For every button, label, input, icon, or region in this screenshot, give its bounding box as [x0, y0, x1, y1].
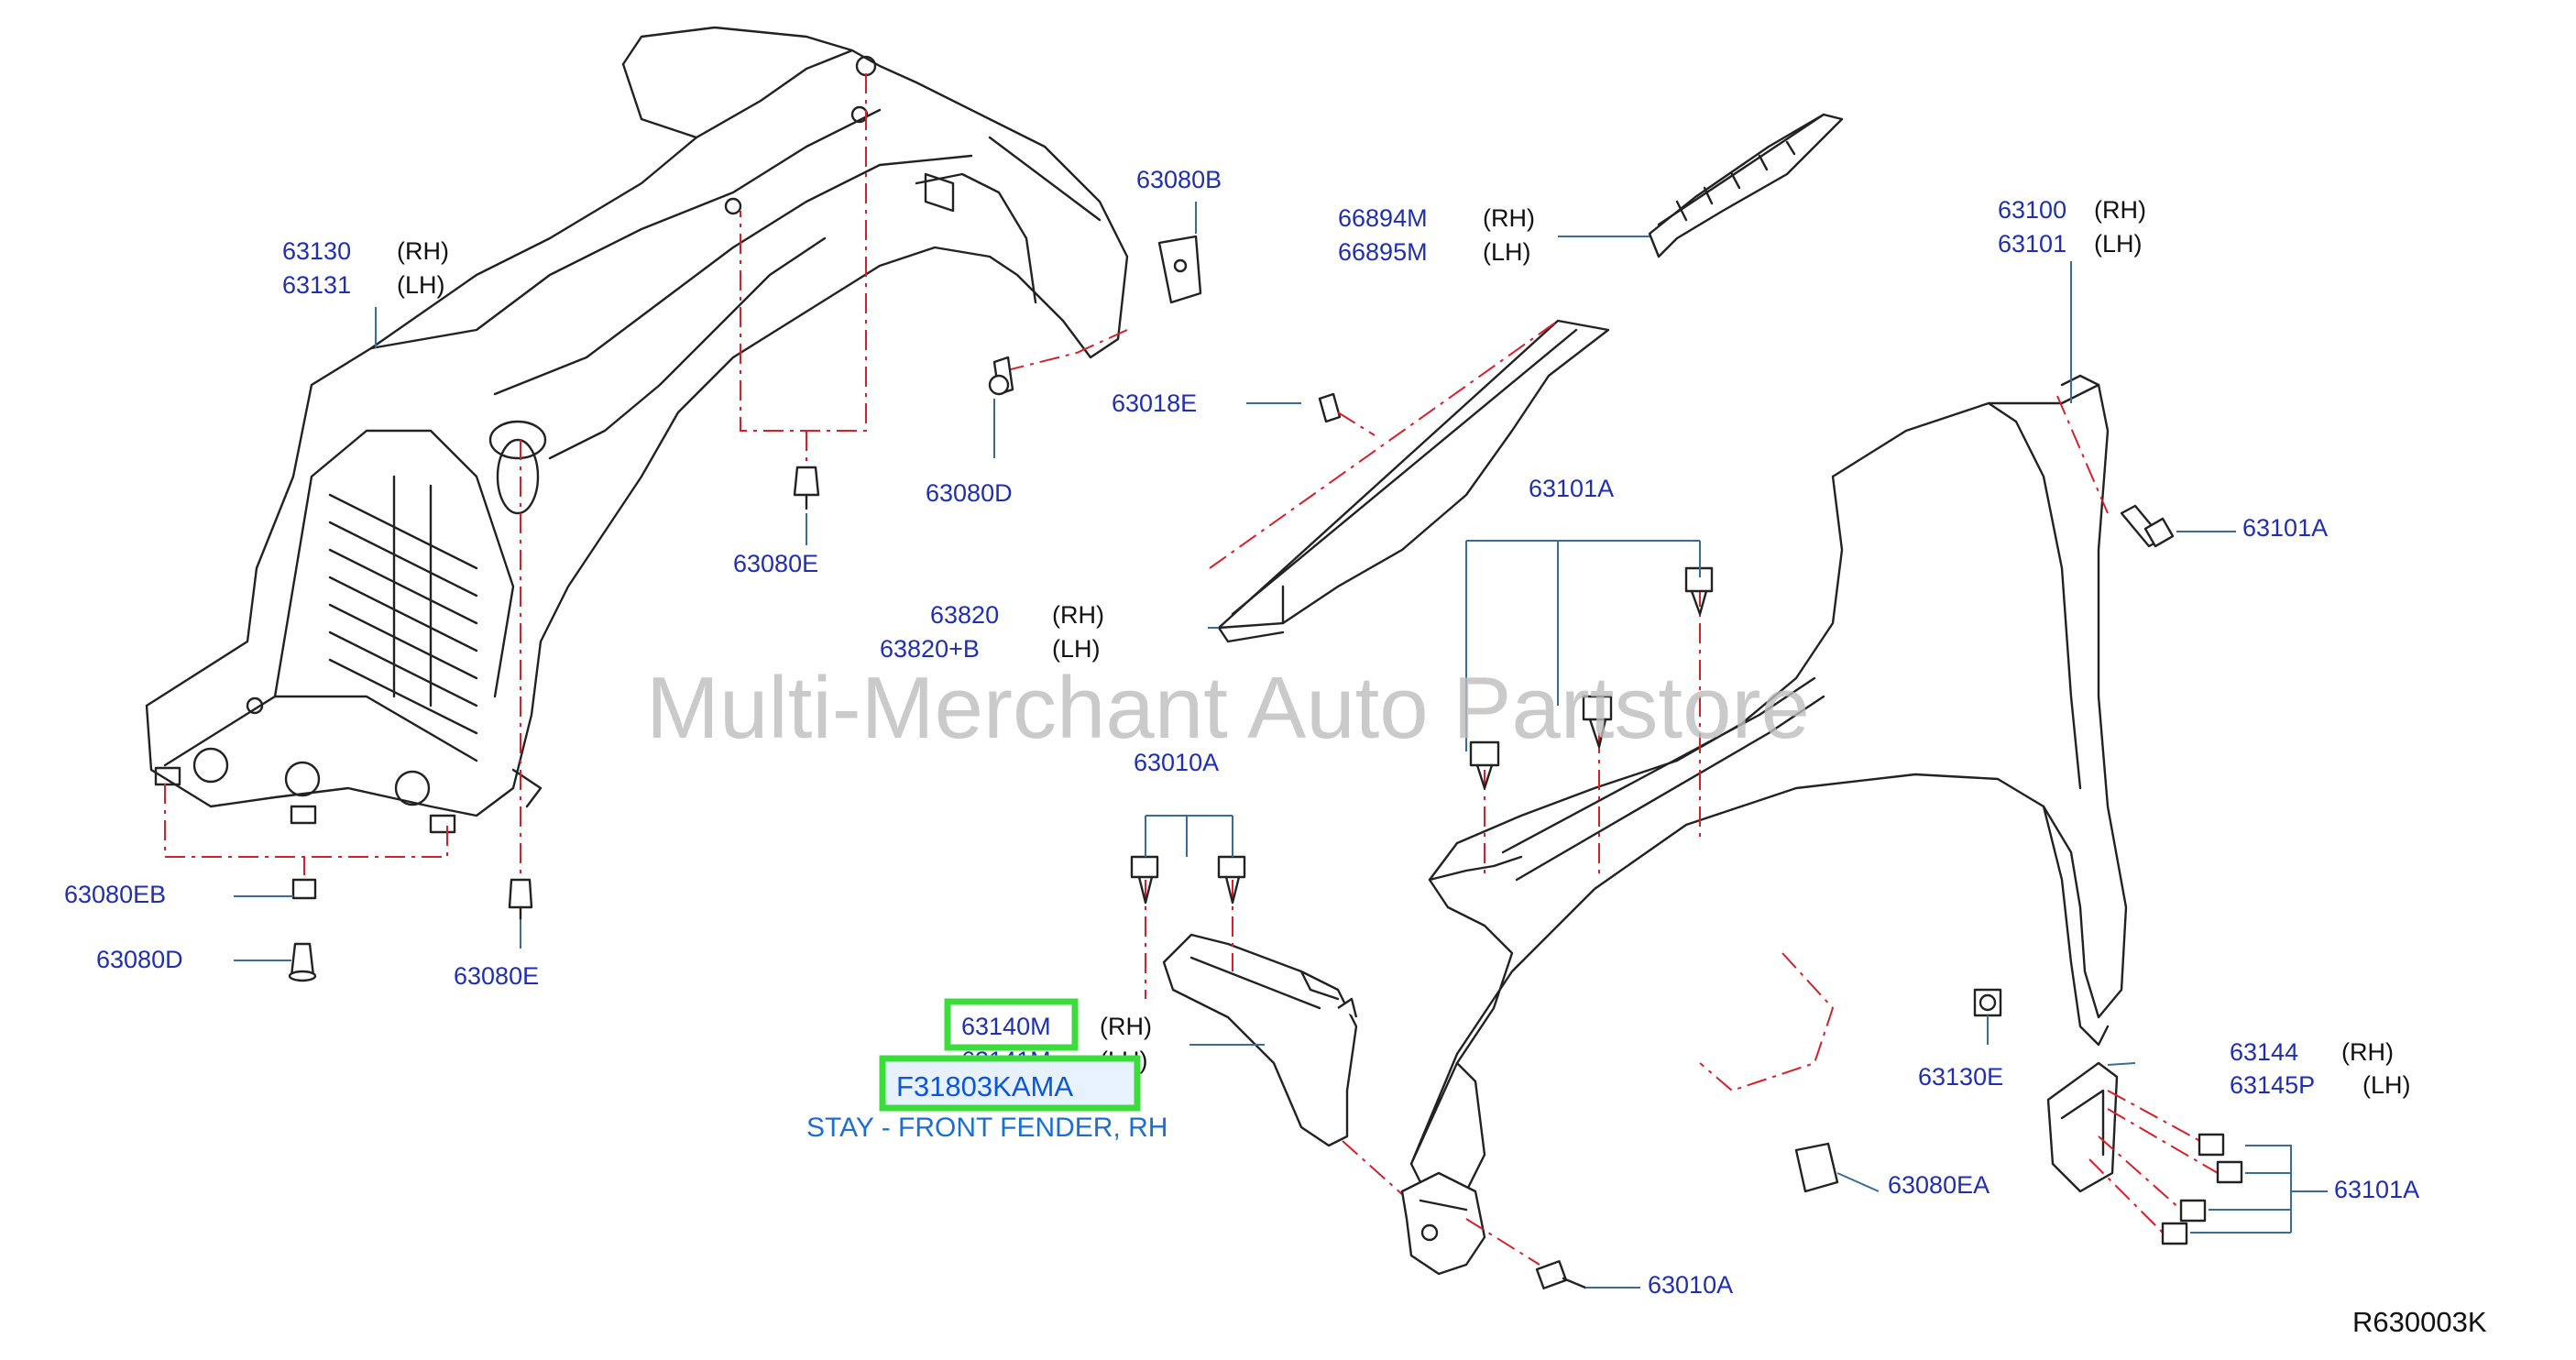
label-63080EB[interactable]: 63080EB [64, 881, 166, 908]
highlight-part-number [879, 1055, 1141, 1112]
nut-63130E [1973, 988, 2002, 1017]
label-63101A-bracket[interactable]: 63101A [2334, 1176, 2419, 1203]
watermark: Multi-Merchant Auto Partstore [646, 659, 1810, 757]
label-63018E[interactable]: 63018E [1112, 389, 1197, 417]
fender-assembly-line-top [2056, 395, 2109, 514]
label-63101[interactable]: 63101 [1998, 230, 2066, 258]
highlight-63140M [944, 998, 1079, 1051]
fender-bolts [1469, 504, 2175, 790]
label-66895M-side: (LH) [1483, 238, 1531, 266]
stay-front-fender-drawing [1162, 933, 1358, 1147]
label-63140M[interactable]: 63140M [961, 1013, 1051, 1040]
label-63010A-bottom[interactable]: 63010A [1648, 1271, 1733, 1299]
label-63101A-right[interactable]: 63101A [2242, 514, 2328, 542]
label-63145P-side: (LH) [2362, 1071, 2411, 1099]
label-63101-side: (LH) [2094, 230, 2143, 258]
label-66895M[interactable]: 66895M [1338, 238, 1428, 266]
seal-drawing [1217, 113, 1844, 643]
label-63100[interactable]: 63100 [1998, 196, 2066, 224]
label-63101A-mid[interactable]: 63101A [1529, 475, 1614, 502]
label-63080EA[interactable]: 63080EA [1888, 1171, 1990, 1199]
callout-description: STAY - FRONT FENDER, RH [806, 1113, 1167, 1143]
fender-assembly-line-clip [1699, 952, 1835, 1092]
liner-fasteners [288, 235, 1202, 982]
label-63140M-side: (RH) [1100, 1013, 1152, 1040]
leader-lines [234, 202, 2328, 1289]
label-63080B[interactable]: 63080B [1136, 166, 1222, 193]
label-63130-side: (RH) [397, 237, 449, 265]
lower-bolt-line [1465, 1218, 1540, 1266]
fender-drawing [1409, 374, 2128, 1202]
label-63080D-bottom[interactable]: 63080D [96, 946, 183, 973]
label-63100-side: (RH) [2094, 196, 2146, 224]
label-63820-side: (RH) [1052, 601, 1104, 629]
label-63130[interactable]: 63130 [282, 237, 351, 265]
liner-assembly-lines [164, 73, 1128, 880]
label-63080E-bottom[interactable]: 63080E [454, 962, 539, 990]
label-63820[interactable]: 63820 [930, 601, 999, 629]
label-63131[interactable]: 63131 [282, 271, 351, 299]
label-63010A-top[interactable]: 63010A [1134, 749, 1219, 776]
label-63144[interactable]: 63144 [2230, 1038, 2298, 1066]
label-63820B-side: (LH) [1052, 635, 1101, 663]
stay-bolts [1130, 855, 1246, 905]
label-63080E-top[interactable]: 63080E [733, 550, 818, 577]
label-63145P[interactable]: 63145P [2230, 1071, 2315, 1099]
label-63131-side: (LH) [397, 271, 445, 299]
diagram-reference: R630003K [2352, 1306, 2487, 1338]
bracket-63144-lines [2088, 1090, 2219, 1234]
fender-liner-drawing [145, 26, 1129, 834]
label-63130E[interactable]: 63130E [1918, 1063, 2003, 1091]
clip-63080EA [1794, 1142, 1839, 1193]
label-63144-side: (RH) [2341, 1038, 2394, 1066]
label-66894M[interactable]: 66894M [1338, 204, 1428, 232]
label-63080D-top[interactable]: 63080D [926, 479, 1013, 507]
label-63820B[interactable]: 63820+B [880, 635, 980, 663]
callout-part-number[interactable]: F31803KAMA [896, 1070, 1073, 1102]
bracket-63144-bolts [2161, 1133, 2243, 1245]
lower-bracket-drawing [1400, 1171, 1486, 1276]
lower-bolt [1535, 1260, 1587, 1289]
bracket-63144-drawing [2046, 1061, 2119, 1193]
seal-assembly-line-2 [1337, 411, 1376, 436]
label-66894M-side: (RH) [1483, 204, 1535, 232]
